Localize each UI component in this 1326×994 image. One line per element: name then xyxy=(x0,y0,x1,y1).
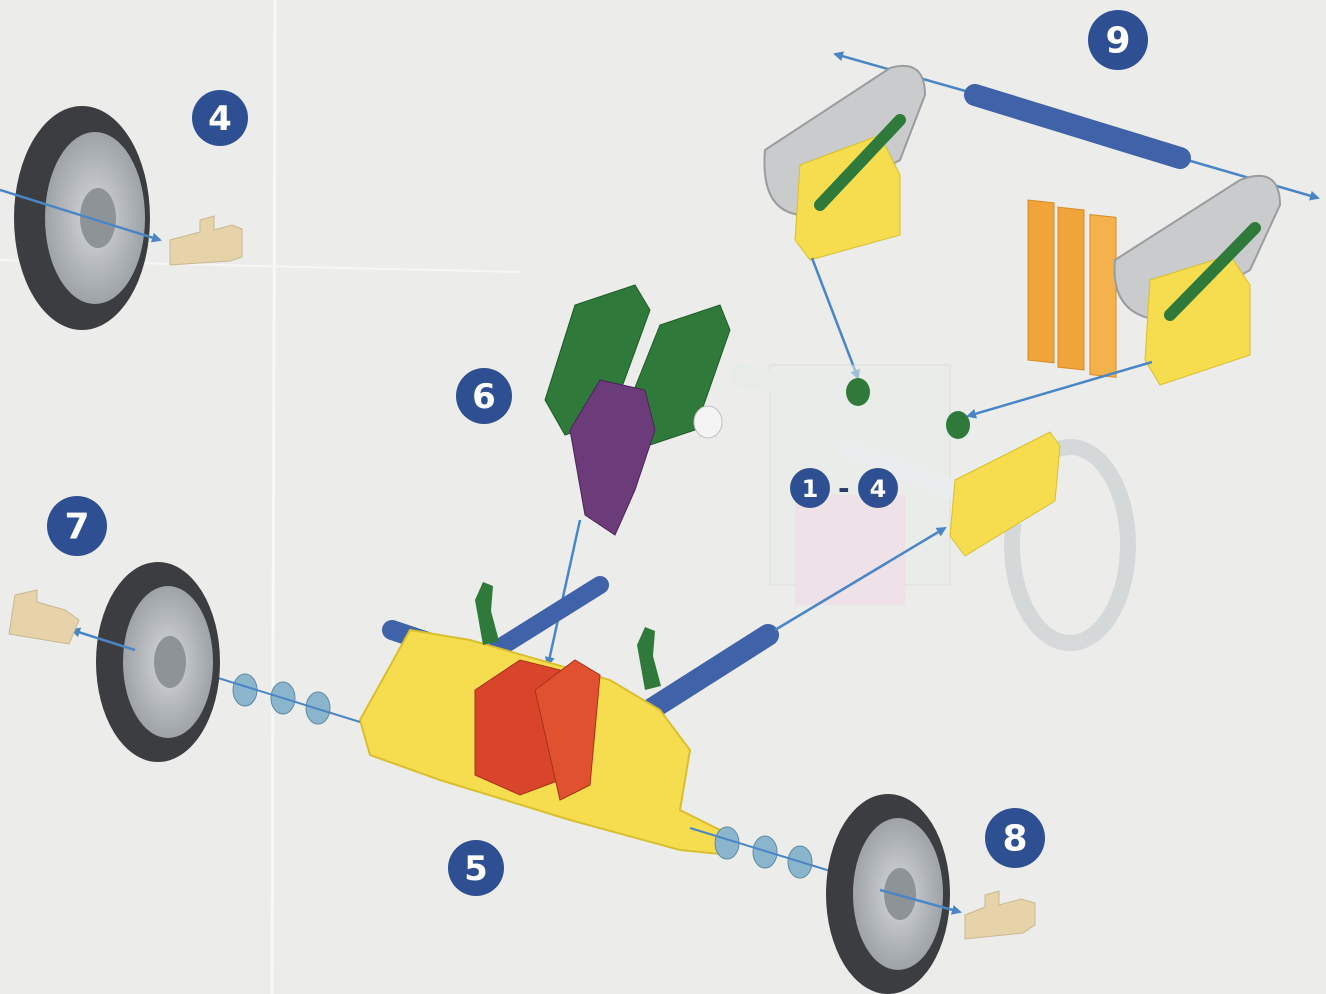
step-badge-9: 9 xyxy=(1088,10,1148,70)
step-badge-5: 5 xyxy=(448,840,504,896)
step-badge-7: 7 xyxy=(47,496,107,556)
tan-clip xyxy=(9,590,79,644)
white-rod-end xyxy=(694,406,722,438)
orange-connector xyxy=(1058,207,1084,370)
green-post xyxy=(637,627,661,690)
step-badge-4: 4 xyxy=(192,90,248,146)
step-badge-6: 6 xyxy=(456,368,512,424)
wheel-hub-center xyxy=(884,868,916,920)
wheel-hub-center xyxy=(154,636,186,688)
green-rod-end xyxy=(946,411,970,439)
blue-rod xyxy=(975,95,1180,158)
step-number: 1 xyxy=(802,475,819,503)
step-number: 4 xyxy=(870,475,887,503)
wheel-hub-center xyxy=(80,188,116,248)
spacer xyxy=(715,827,739,859)
step-number: 4 xyxy=(208,99,232,139)
green-rod-end xyxy=(846,378,870,406)
step-8-group: 8 xyxy=(826,794,1045,994)
assembly-arrow xyxy=(968,362,1152,416)
step-number: 7 xyxy=(64,507,89,548)
paper-fold-line xyxy=(272,0,275,994)
step-7-group: 7 xyxy=(9,496,220,762)
step-number: 8 xyxy=(1002,819,1027,860)
step-badge-8: 8 xyxy=(985,808,1045,868)
step-9-group: 9 xyxy=(764,10,1318,416)
green-post xyxy=(475,582,499,645)
assembly-arrow xyxy=(812,258,858,378)
orange-connector xyxy=(1028,200,1054,363)
step-number: 5 xyxy=(464,849,488,889)
blue-rod xyxy=(650,635,768,710)
tan-clip xyxy=(965,891,1035,939)
orange-connector xyxy=(1090,215,1116,378)
step-range-separator: - xyxy=(838,472,850,505)
ghost-gear xyxy=(795,495,905,605)
step-range-badge: 1 - 4 xyxy=(790,468,898,508)
step-number: 9 xyxy=(1105,21,1130,62)
step-4-group: 4 xyxy=(0,90,248,330)
tan-clip xyxy=(170,216,242,265)
step-6-group: 6 xyxy=(456,285,730,665)
step-number: 6 xyxy=(472,377,496,417)
